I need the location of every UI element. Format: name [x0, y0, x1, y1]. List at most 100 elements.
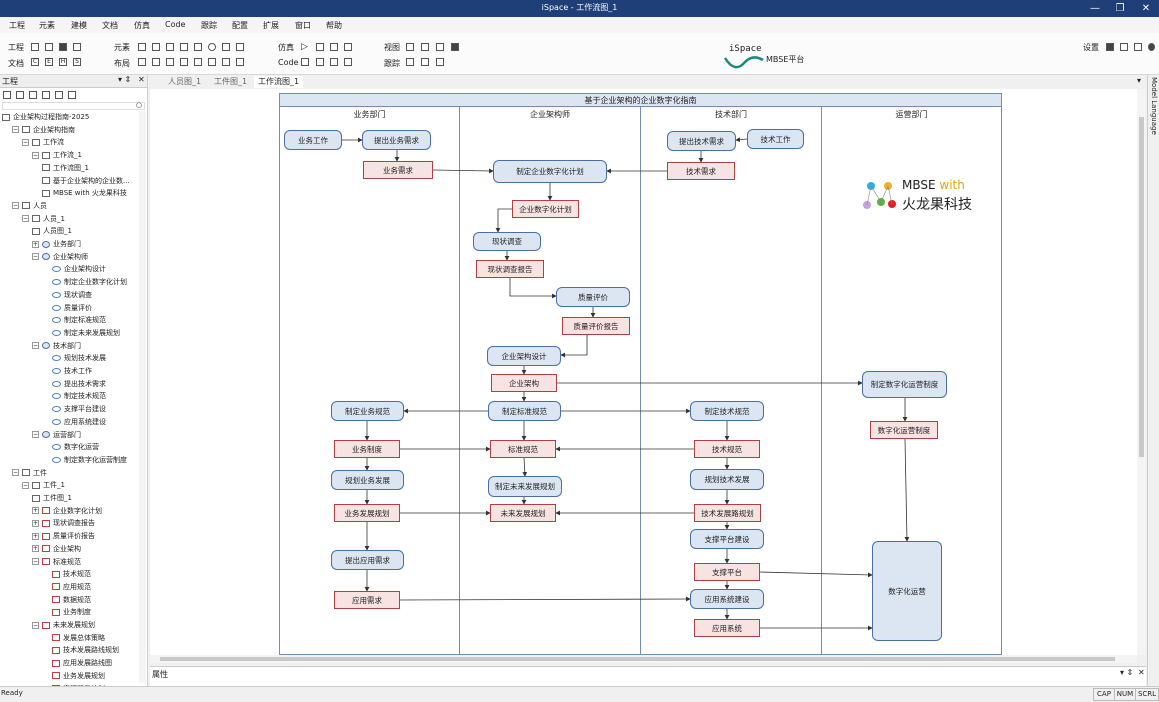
wrench-icon[interactable] [1106, 43, 1114, 51]
object-node[interactable]: 企业架构 [491, 374, 557, 392]
canvas-horizontal-scrollbar[interactable] [150, 655, 1137, 663]
tree-item[interactable]: +现状调查报告 [32, 517, 95, 529]
activity-node[interactable]: 提出应用需求 [331, 550, 404, 570]
collapse-icon[interactable]: − [12, 469, 19, 477]
tree-item[interactable]: 企业架构过程指南-2025 [2, 111, 89, 123]
tree-item[interactable]: 现状调查 [52, 289, 92, 301]
tree-tool-4-icon[interactable] [42, 91, 50, 99]
activity-node[interactable]: 支撑平台建设 [690, 529, 764, 549]
view-tool-2-icon[interactable] [421, 43, 429, 51]
tree-item[interactable]: 应用系统建设 [52, 416, 106, 428]
trace-tool-3-icon[interactable] [436, 58, 444, 66]
tree-item[interactable]: 规划技术发展 [52, 352, 106, 364]
tree-item[interactable]: 制定未来发展规划 [52, 327, 120, 339]
tab-artifact-diagram[interactable]: 工件图_1 [214, 77, 248, 86]
tree-search-input[interactable]: ○ [2, 101, 145, 110]
tree-tool-3-icon[interactable] [29, 91, 37, 99]
object-node[interactable]: 业务制度 [334, 440, 400, 458]
open-icon[interactable] [45, 43, 53, 51]
code-tool-2-icon[interactable] [316, 58, 324, 66]
menu-modeling[interactable]: 建模 [71, 21, 87, 30]
expand-icon[interactable]: + [32, 532, 39, 540]
tree-item[interactable]: 制定数字化运营制度 [52, 454, 127, 466]
object-node[interactable]: 业务需求 [363, 161, 433, 179]
collapse-icon[interactable]: − [32, 151, 39, 159]
tree-item[interactable]: 发展总体策略 [52, 632, 105, 644]
tab-person-diagram[interactable]: 人员图_1 [168, 77, 202, 86]
tree-tool-1-icon[interactable] [3, 91, 11, 99]
ribbon-settings-label[interactable]: 设置 [1083, 43, 1099, 52]
tree-item[interactable]: −运营部门 [32, 429, 81, 441]
expand-icon[interactable]: + [32, 519, 39, 527]
tree-tool-2-icon[interactable] [16, 91, 24, 99]
play-icon[interactable]: ▷ [301, 42, 308, 52]
tree-item[interactable]: −工作流 [22, 136, 64, 148]
vertical-scroll-thumb[interactable] [1139, 117, 1144, 457]
activity-node[interactable]: 数字化运营 [872, 541, 942, 641]
expand-icon[interactable]: + [32, 545, 39, 553]
tree-item[interactable]: 应用发展路线图 [52, 657, 112, 669]
menu-extension[interactable]: 扩展 [263, 21, 279, 30]
expand-icon[interactable]: + [32, 240, 39, 248]
collapse-icon[interactable]: − [12, 202, 19, 210]
tree-item[interactable]: −标准规范 [32, 556, 81, 568]
doc-e-button[interactable]: E [45, 58, 53, 66]
tree-item[interactable]: 工件图_1 [32, 492, 72, 504]
view-tool-3-icon[interactable] [436, 43, 444, 51]
object-node[interactable]: 未来发展规划 [490, 504, 556, 522]
tree-item[interactable]: +质量评价报告 [32, 530, 95, 542]
activity-node[interactable]: 技术工作 [747, 129, 804, 149]
element-tool-7-icon[interactable] [222, 43, 230, 51]
minimize-button[interactable]: — [1090, 3, 1100, 14]
tab-workflow-diagram[interactable]: 工作流图_1 [254, 76, 304, 88]
tree-item[interactable]: 质量评价 [52, 302, 92, 314]
align-left-icon[interactable] [138, 58, 146, 66]
tree-item[interactable]: 数据规范 [52, 594, 91, 606]
menu-element[interactable]: 元素 [39, 21, 55, 30]
doc-h-button[interactable]: H [59, 58, 67, 66]
collapse-icon[interactable]: − [32, 431, 39, 438]
object-node[interactable]: 技术规范 [694, 440, 760, 458]
activity-node[interactable]: 制定企业数字化计划 [493, 160, 607, 183]
collapse-icon[interactable]: − [32, 621, 39, 629]
tree-item[interactable]: 技术工作 [52, 365, 92, 377]
tree-item[interactable]: 提出技术需求 [52, 378, 106, 390]
object-node[interactable]: 业务发展规划 [334, 504, 400, 522]
code-tool-1-icon[interactable] [301, 58, 309, 66]
right-side-panel[interactable]: Model Language [1147, 75, 1159, 686]
tree-item[interactable]: +业务部门 [32, 238, 81, 250]
menu-help[interactable]: 帮助 [326, 21, 342, 30]
canvas-vertical-scrollbar[interactable] [1137, 89, 1146, 655]
align-middle-icon[interactable] [194, 58, 202, 66]
properties-close-icon[interactable]: ✕ [1138, 668, 1145, 677]
stop-icon[interactable] [344, 43, 352, 51]
save-icon[interactable] [59, 43, 67, 51]
menu-trace[interactable]: 跟踪 [201, 21, 217, 30]
activity-node[interactable]: 业务工作 [284, 130, 342, 150]
object-node[interactable]: 数字化运营制度 [870, 421, 938, 439]
horizontal-scroll-thumb[interactable] [160, 657, 1115, 661]
tree-tool-6-icon[interactable] [68, 91, 76, 99]
menu-config[interactable]: 配置 [232, 21, 248, 30]
tree-item[interactable]: −工作流_1 [32, 149, 82, 161]
tree-scrollbar[interactable] [139, 111, 146, 683]
expand-icon[interactable]: + [32, 507, 39, 515]
activity-node[interactable]: 提出技术需求 [667, 131, 736, 151]
doc-s-button[interactable]: S [73, 58, 81, 66]
object-node[interactable]: 技术发展路规划 [694, 504, 761, 522]
tree-item[interactable]: 工作流图_1 [42, 162, 89, 174]
menu-window[interactable]: 窗口 [295, 21, 311, 30]
align-center-icon[interactable] [152, 58, 160, 66]
new-icon[interactable] [31, 43, 39, 51]
tree-item[interactable]: −企业架构师 [32, 251, 88, 263]
window-layout-icon[interactable] [1120, 43, 1128, 51]
activity-node[interactable]: 规划技术发展 [690, 469, 764, 490]
activity-node[interactable]: 企业架构设计 [487, 346, 561, 366]
menu-project[interactable]: 工程 [9, 21, 25, 30]
properties-pin-icon[interactable]: ▾ ⇕ [1120, 668, 1134, 677]
element-tool-2-icon[interactable] [152, 43, 160, 51]
same-width-icon[interactable] [222, 58, 230, 66]
tree-item[interactable]: −人员 [12, 200, 47, 212]
same-height-icon[interactable] [236, 58, 244, 66]
tree-item[interactable]: −工件_1 [22, 479, 65, 491]
